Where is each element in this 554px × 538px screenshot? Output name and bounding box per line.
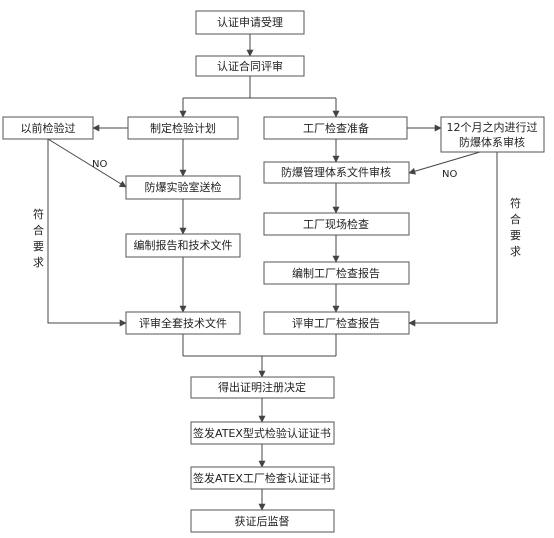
edge-within12-sysreview-no <box>408 151 481 175</box>
node-review-factory-text: 评审工厂检查报告 <box>292 316 380 330</box>
node-onsite: 工厂现场检查 <box>263 212 410 236</box>
node-review-factory: 评审工厂检查报告 <box>263 311 410 335</box>
edge-prior-lab-no <box>47 138 127 188</box>
node-report-tech: 编制报告和技术文件 <box>125 233 241 258</box>
label-conform-left-char: 符 <box>33 208 44 221</box>
node-apply-text: 认证申请受理 <box>217 16 283 29</box>
node-prior-text: 以前检验过 <box>21 121 76 135</box>
edge-within12-reviewfactory <box>408 152 498 327</box>
node-review-tech: 评审全套技术文件 <box>125 311 241 335</box>
node-plan-text: 制定检验计划 <box>150 121 216 135</box>
node-factory-prep: 工厂检查准备 <box>263 116 408 140</box>
node-contract: 认证合同评审 <box>195 55 305 77</box>
node-report-tech-text: 编制报告和技术文件 <box>134 238 233 252</box>
node-within12-text-line1: 12个月之内进行过 <box>447 120 538 134</box>
node-atex-factory: 签发ATEX工厂检查认证证书 <box>190 466 335 490</box>
node-lab-text: 防爆实验室送检 <box>145 180 222 194</box>
node-decision: 得出证明注册决定 <box>190 376 335 399</box>
label-conform-left-char: 合 <box>33 223 44 237</box>
label-conform-left-char: 求 <box>33 256 44 269</box>
node-within12: 12个月之内进行过 防爆体系审核 <box>440 116 545 153</box>
node-sys-review: 防爆管理体系文件审核 <box>263 161 410 184</box>
node-prior: 以前检验过 <box>2 116 94 140</box>
edge-prior-reviewtech <box>47 139 127 327</box>
node-supervision-text: 获证后监督 <box>235 514 290 528</box>
label-conform-right-char: 要 <box>510 229 521 242</box>
node-factory-report-text: 编制工厂检查报告 <box>292 266 380 280</box>
label-conform-right-char: 合 <box>510 212 521 226</box>
label-conform-left-char: 要 <box>33 240 44 253</box>
node-onsite-text: 工厂现场检查 <box>303 217 369 231</box>
label-conform-right-char: 求 <box>510 245 521 258</box>
node-plan: 制定检验计划 <box>127 116 239 140</box>
node-factory-report: 编制工厂检查报告 <box>263 261 410 285</box>
node-sys-review-text: 防爆管理体系文件审核 <box>281 165 391 179</box>
label-conform-left: 符 合 要 求 <box>33 208 44 269</box>
node-factory-prep-text: 工厂检查准备 <box>303 121 369 135</box>
label-no-right: NO <box>442 169 457 180</box>
label-conform-right-char: 符 <box>510 197 521 210</box>
node-within12-text-line2: 防爆体系审核 <box>459 135 525 149</box>
node-atex-factory-text: 签发ATEX工厂检查认证证书 <box>193 471 331 485</box>
node-decision-text: 得出证明注册决定 <box>218 380 306 394</box>
edges <box>47 34 498 511</box>
label-no-left: NO <box>92 159 107 170</box>
node-apply: 认证申请受理 <box>195 10 305 35</box>
node-lab: 防爆实验室送检 <box>125 175 241 200</box>
node-atex-type: 签发ATEX型式检验认证证书 <box>190 421 335 445</box>
node-atex-type-text: 签发ATEX型式检验认证证书 <box>193 426 331 440</box>
label-conform-right: 符 合 要 求 <box>510 197 521 258</box>
node-supervision: 获证后监督 <box>190 509 335 533</box>
node-review-tech-text: 评审全套技术文件 <box>139 316 227 330</box>
node-contract-text: 认证合同评审 <box>217 59 283 73</box>
